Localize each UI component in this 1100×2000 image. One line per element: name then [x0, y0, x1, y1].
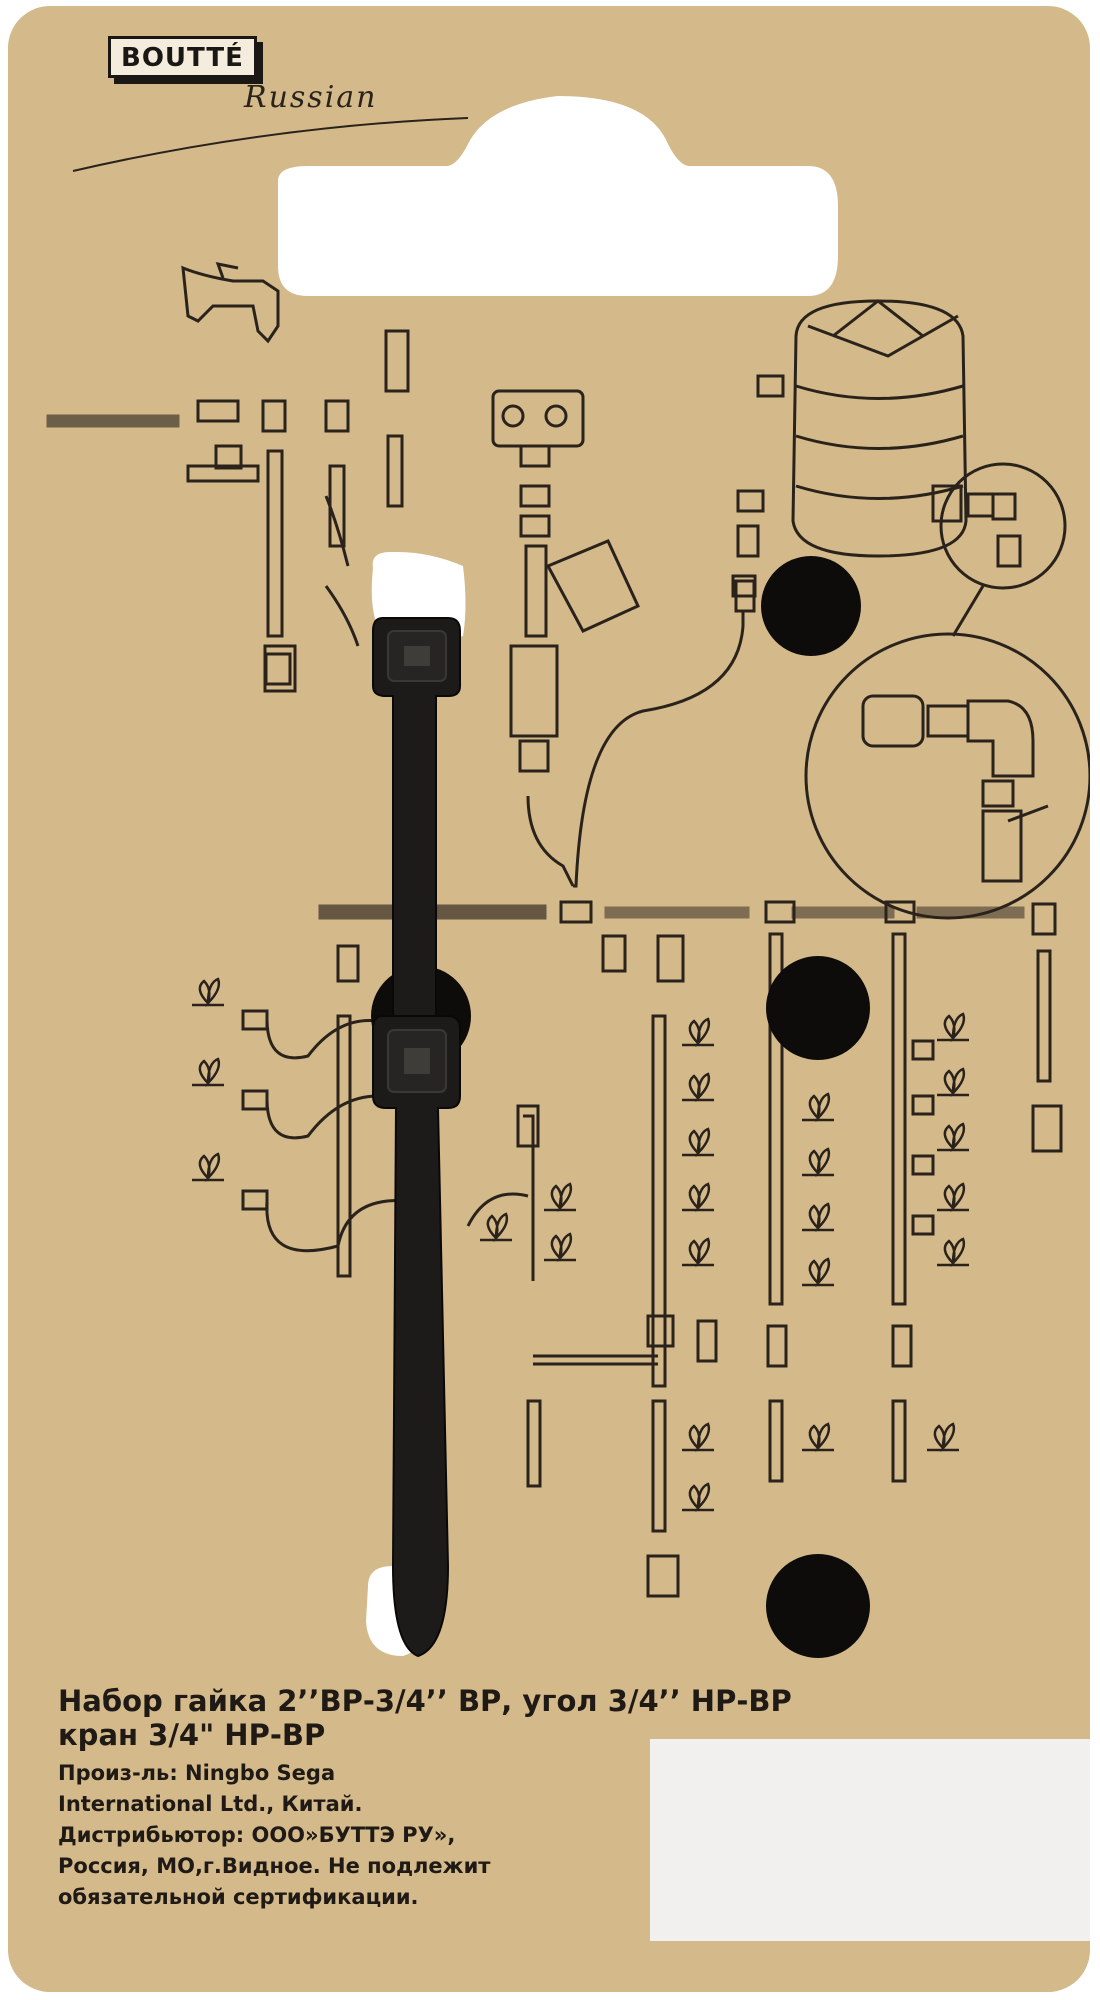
info-line: Произ-ль: Ningbo Sega	[58, 1761, 336, 1785]
irrigation-diagram	[46, 96, 1090, 1658]
info-line: Россия, МО,г.Видное. Не подлежит	[58, 1854, 491, 1878]
price-label-area	[650, 1739, 1090, 1941]
info-line: обязательной сертификации.	[58, 1885, 419, 1909]
product-card: BOUTTÉ Russian Набор гайка 2’’ВР-3/4’’ В…	[8, 6, 1090, 1992]
brand-logo: BOUTTÉ	[108, 36, 257, 78]
mount-hole-right-bottom	[766, 1554, 870, 1658]
mount-hole-right-middle	[766, 956, 870, 1060]
info-line: Дистрибьютор: ООО»БУТТЭ РУ»,	[58, 1823, 456, 1847]
brand-name: BOUTTÉ	[121, 43, 244, 73]
product-description: Произ-ль: Ningbo Sega International Ltd.…	[58, 1758, 618, 1913]
cable-tie-lower	[372, 1015, 461, 1658]
info-line: International Ltd., Китай.	[58, 1792, 363, 1816]
hanger-slot	[278, 96, 838, 296]
product-info: Набор гайка 2’’ВР-3/4’’ ВР, угол 3/4’’ Н…	[58, 1684, 792, 1913]
mount-hole-right-top	[761, 556, 861, 656]
brand-script: Russian	[244, 80, 378, 115]
product-title-line1: Набор гайка 2’’ВР-3/4’’ ВР, угол 3/4’’ Н…	[58, 1684, 792, 1718]
product-title-line2: кран 3/4" НР-ВР	[58, 1718, 326, 1752]
